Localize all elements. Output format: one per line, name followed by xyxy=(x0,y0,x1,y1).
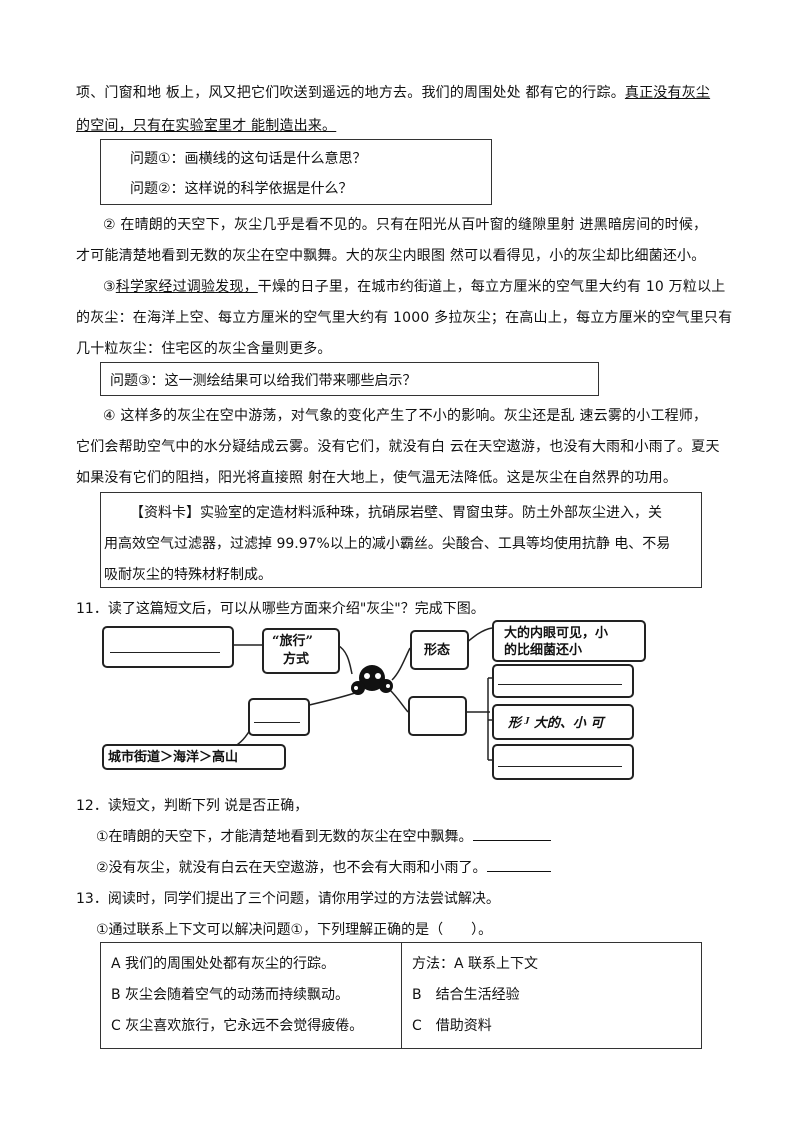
passage-line: ② 在晴朗的天空下，灰尘几乎是看不见的。只有在阳光从百叶窗的缝隙里射 进黑暗房间… xyxy=(103,217,708,233)
resource-card-line: 吸耐灰尘的特殊材籽制成。 xyxy=(104,567,272,583)
answer-blank[interactable] xyxy=(472,828,551,841)
dust-mascot-icon xyxy=(351,665,393,695)
method-c: C 借助资料 xyxy=(412,1018,492,1034)
shape-answer: 的比细菌还小 xyxy=(504,643,583,658)
statement-2: ②没有灰尘，就没有白云在天空遨游，也不会有大雨和小雨了。 xyxy=(96,857,551,877)
method-a: 方法：A 联系上下文 xyxy=(412,956,539,972)
underlined-sentence: 真正没有灰尘 xyxy=(624,85,711,101)
resource-card-line: 【资料卡】实验室的定造材料派种珠，抗硝尿岩壁、胃窗虫芽。防土外部灰尘进入，关 xyxy=(130,505,662,521)
size-answer-box xyxy=(492,704,634,740)
passage-line: 几十粒灰尘：住宅区的灰尘含量则更多。 xyxy=(76,341,332,357)
shape-answer-box xyxy=(492,620,646,662)
answer-blank[interactable] xyxy=(486,859,551,872)
statement-text: ②没有灰尘，就没有白云在天空遨游，也不会有大雨和小雨了。 xyxy=(96,860,487,876)
answer-line xyxy=(110,652,220,653)
question-13: 13．阅读时，同学们提出了三个问题，请你用学过的方法尝试解决。 xyxy=(76,891,500,907)
underlined-sentence: 的空间，只有在实验室里才 能制造出来。 xyxy=(76,118,337,134)
option-a[interactable]: A 我们的周围处处都有灰尘的行踪。 xyxy=(111,956,336,972)
statement-1: ①在晴朗的天空下，才能清楚地看到无数的灰尘在空中飘舞。 xyxy=(96,826,551,846)
blank-category-box[interactable] xyxy=(408,696,467,736)
passage-line: 的空间，只有在实验室里才 能制造出来。 xyxy=(76,115,336,135)
shape-label: 形态 xyxy=(424,643,451,658)
resource-card xyxy=(100,492,702,588)
passage-line: 才可能清楚地看到无数的灰尘在空中飘舞。大的灰尘内眼图 然可以看得见，小的灰尘却比… xyxy=(76,248,706,264)
answer-line xyxy=(498,766,622,767)
travel-label: 方式 xyxy=(283,652,310,667)
question-box xyxy=(100,139,492,205)
passage-text: 干燥的日子里，在城市约街道上，每立方厘米的空气里大约有 10 万粒以上 xyxy=(257,279,726,295)
blank-answer-box[interactable] xyxy=(492,664,634,698)
options-table: A 我们的周围处处都有灰尘的行踪。 B 灰尘会随着空气的动荡而持续飘动。 C 灰… xyxy=(100,942,702,1049)
answer-line xyxy=(254,722,300,723)
paragraph-number: ③ xyxy=(103,279,116,295)
option-b[interactable]: B 灰尘会随着空气的动荡而持续飘动。 xyxy=(111,987,350,1003)
passage-line: 它们会帮助空气中的水分疑结成云雾。没有它们，就没有白 云在天空遨游，也没有大雨和… xyxy=(76,439,720,455)
underlined-sentence: 科学家经过调验发现， xyxy=(115,279,258,295)
passage-line: 的灰尘：在海洋上空、每立方厘米的空气里大约有 1000 多拉灰尘；在高山上，每立… xyxy=(76,310,733,326)
statement-text: ①在晴朗的天空下，才能清楚地看到无数的灰尘在空中飘舞。 xyxy=(96,829,473,845)
question-3: 问题③：这一测绘结果可以给我们带来哪些启示？ xyxy=(110,373,417,389)
passage-line: ③科学家经过调验发现，干燥的日子里，在城市约街道上，每立方厘米的空气里大约有 1… xyxy=(103,276,725,296)
question-box xyxy=(100,362,599,396)
method-b: B 结合生活经验 xyxy=(412,987,520,1003)
blank-travel-box[interactable] xyxy=(102,626,234,668)
question-11: 11．读了这篇短文后，可以从哪些方面来介绍"灰尘"？完成下图。 xyxy=(76,601,485,617)
passage-line: ④ 这样多的灰尘在空中游荡，对气象的变化产生了不小的影响。灰尘还是乱 速云雾的小… xyxy=(103,408,708,424)
methods-cell: 方法：A 联系上下文 B 结合生活经验 C 借助资料 xyxy=(401,942,702,1049)
options-cell: A 我们的周围处处都有灰尘的行踪。 B 灰尘会随着空气的动荡而持续飘动。 C 灰… xyxy=(100,942,402,1049)
question-1: 问题①：画横线的这句话是什么意思？ xyxy=(130,151,367,167)
option-c[interactable]: C 灰尘喜欢旅行，它永远不会觉得疲倦。 xyxy=(111,1018,364,1034)
location-answer-box xyxy=(102,744,286,770)
shape-node xyxy=(410,630,469,670)
passage-line: 项、门窗和地 板上，风又把它们吹送到遥远的地方去。我们的周围处处 都有它的行踪。… xyxy=(76,82,710,102)
resource-card-line: 用高效空气过滤器，过滤掉 99.97%以上的减小霸丝。尖酸合、工具等均使用抗静 … xyxy=(104,536,671,552)
travel-node xyxy=(262,628,340,674)
sub-question-1: ①通过联系上下文可以解决问题①，下列理解正确的是（ ）。 xyxy=(96,922,493,938)
travel-label: “旅行” xyxy=(272,634,313,649)
shape-answer: 大的内眼可见，小 xyxy=(504,626,609,641)
location-answer: 城市街道＞海洋＞高山 xyxy=(108,750,239,765)
blank-answer-box[interactable] xyxy=(492,744,634,780)
question-12: 12．读短文，判断下列 说是否正确， xyxy=(76,798,309,814)
question-2: 问题②：这样说的科学依据是什么？ xyxy=(130,181,353,197)
blank-distribution-box[interactable] xyxy=(248,698,310,736)
answer-line xyxy=(498,684,622,685)
passage-text: 项、门窗和地 板上，风又把它们吹送到遥远的地方去。我们的周围处处 都有它的行踪。 xyxy=(76,85,625,101)
passage-line: 如果没有它们的阻挡，阳光将直接照 射在大地上，使气温无法降低。这是灰尘在自然界的… xyxy=(76,470,678,486)
size-answer: 形 ᴶ 大的、小 可 xyxy=(508,716,604,731)
